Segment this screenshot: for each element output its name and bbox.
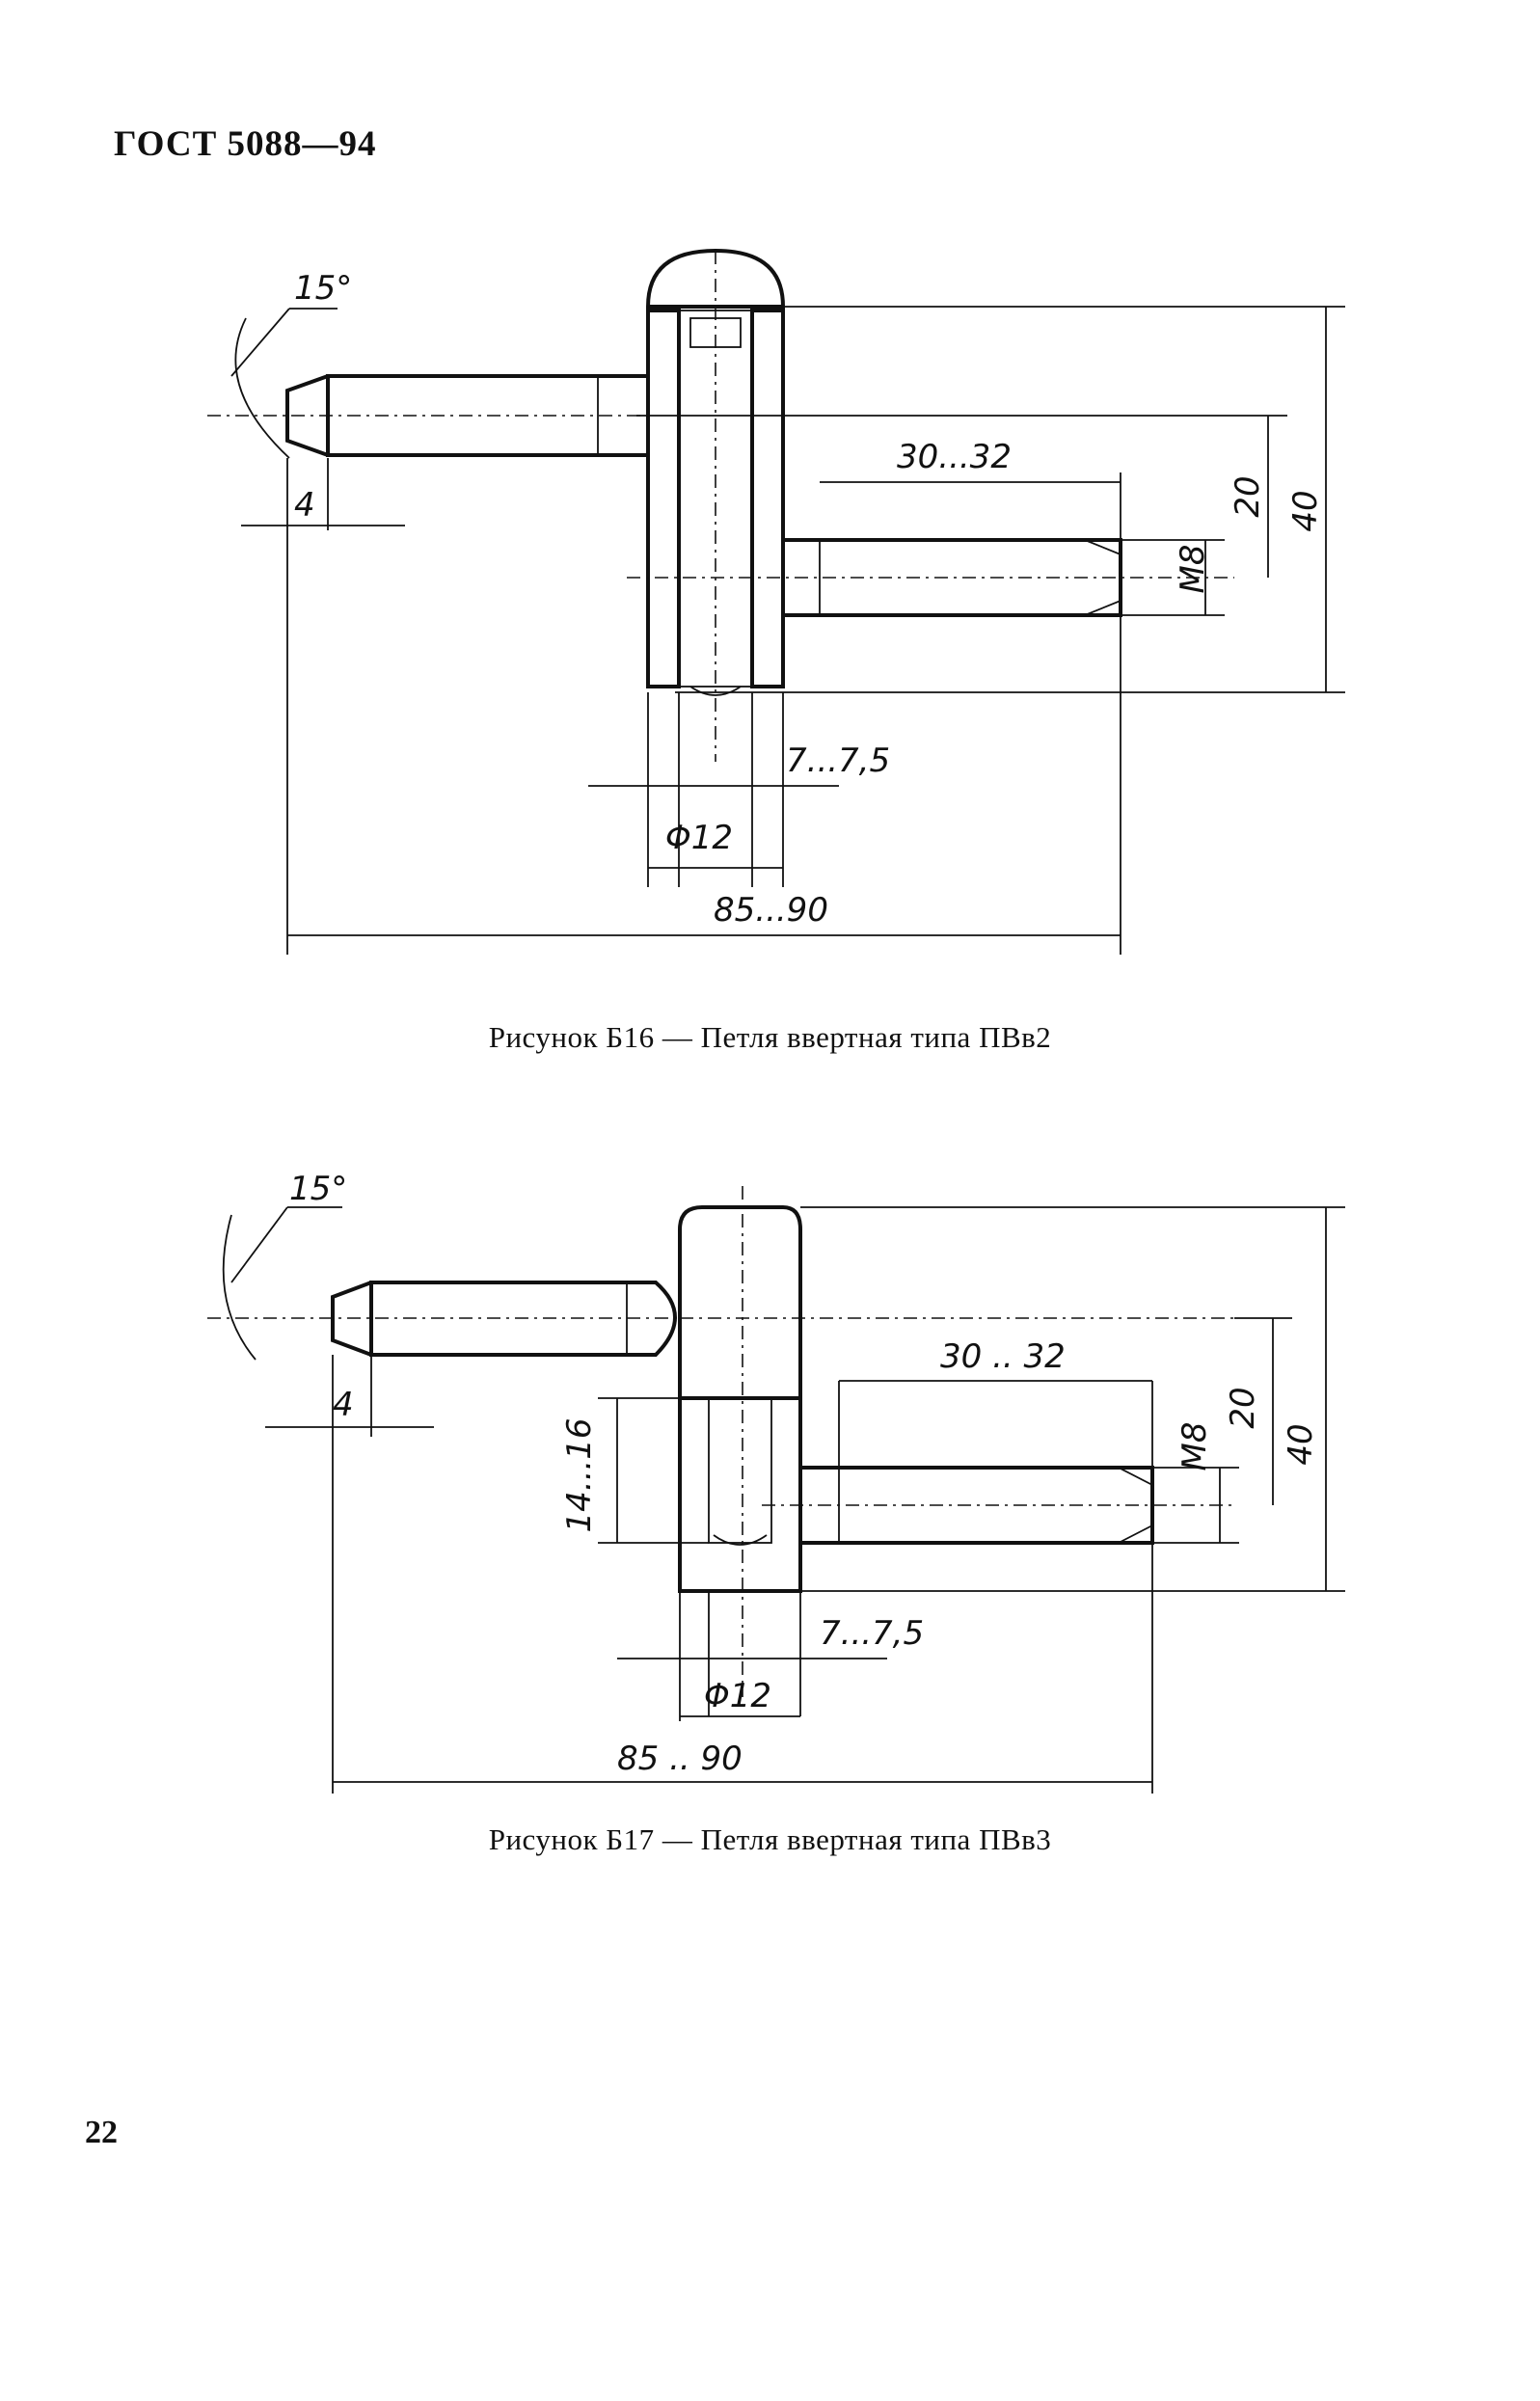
height-label-2: 40: [1282, 1423, 1320, 1465]
height-label-1: 40: [1286, 490, 1325, 531]
offset-label-2: 20: [1224, 1387, 1262, 1428]
figure-b17-caption: Рисунок Б17 — Петля ввертная типа ПВв3: [488, 1822, 1052, 1856]
gap-label-1: 7...7,5: [786, 742, 890, 780]
overall-label-2: 85 .. 90: [617, 1740, 743, 1778]
diameter-label-1: Φ12: [665, 819, 733, 857]
overall-label-1: 85...90: [714, 891, 828, 930]
thread-length-label-1: 30...32: [897, 438, 1012, 476]
page-number: 22: [85, 2115, 118, 2150]
angle-label-1: 15°: [294, 269, 352, 308]
chamfer-label-1: 4: [294, 486, 315, 525]
gap-label-2: 7...7,5: [820, 1614, 924, 1653]
document-header: ГОСТ 5088—94: [114, 124, 377, 164]
thread-label-1: M8: [1174, 545, 1212, 594]
offset-label-1: 20: [1229, 475, 1267, 517]
figure-b17-drawing: 15° 4 30 .. 32 M8 20 40 14...16 7...7,5 …: [207, 1170, 1345, 1794]
thread-length-label-2: 30 .. 32: [940, 1337, 1066, 1376]
figure-b16-caption: Рисунок Б16 — Петля ввертная типа ПВв2: [488, 1020, 1052, 1054]
hole-depth-label-2: 14...16: [560, 1418, 599, 1533]
angle-label-2: 15°: [289, 1170, 347, 1208]
diameter-label-2: Φ12: [704, 1677, 771, 1715]
chamfer-label-2: 4: [333, 1386, 354, 1424]
figure-b16-drawing: 15° 4 30...32 M8 20 40 7...7,5 Φ12 85...…: [207, 248, 1345, 955]
thread-label-2: M8: [1175, 1422, 1214, 1471]
